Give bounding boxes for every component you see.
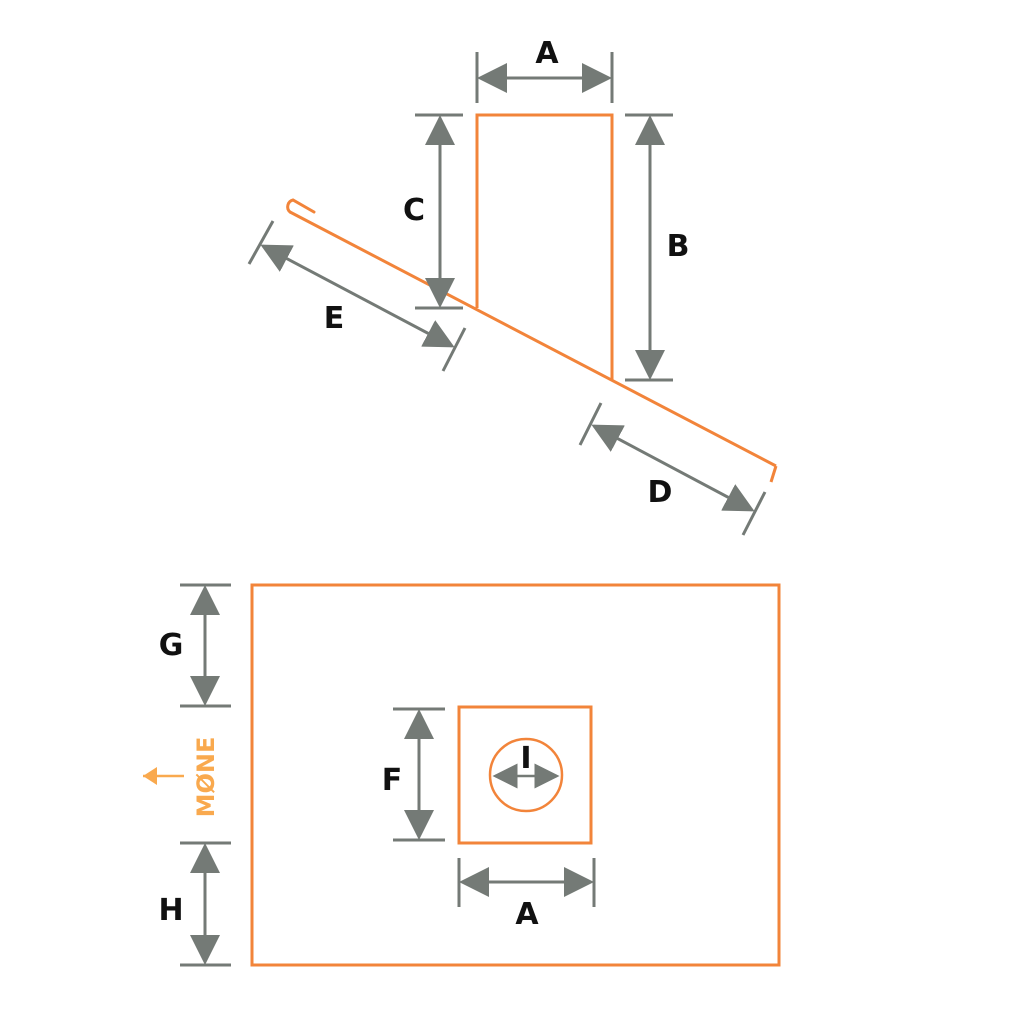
- dimension-f: [393, 707, 445, 842]
- arrow-left-icon: [143, 767, 184, 785]
- label-e: E: [324, 301, 345, 336]
- dimension-g: [180, 583, 231, 708]
- dimension-e: [247, 220, 467, 372]
- label-c: C: [403, 193, 425, 228]
- pipe-circle: [488, 737, 564, 813]
- label-f: F: [382, 763, 403, 798]
- dimension-a-top: [475, 52, 614, 103]
- roof-line: [289, 210, 777, 468]
- top-view: I G H F A: [143, 583, 781, 967]
- dimension-d: [578, 402, 767, 536]
- label-a-top: A: [535, 36, 559, 71]
- dimension-a-bottom: [457, 858, 596, 907]
- label-d: D: [648, 475, 673, 510]
- side-view: A C B E D: [247, 36, 778, 536]
- label-g: G: [159, 628, 184, 663]
- roof-hook: [286, 198, 316, 214]
- ridge-indicator: MØNE: [143, 737, 220, 818]
- chimney-outline: [475, 113, 614, 381]
- label-i: I: [520, 741, 531, 776]
- roof-sheet-outline: [250, 583, 781, 967]
- label-b: B: [667, 229, 690, 264]
- ridge-label: MØNE: [192, 737, 220, 818]
- chimney-outline-top: [457, 705, 593, 845]
- dimension-b: [625, 113, 673, 382]
- dimension-h: [180, 841, 231, 967]
- label-a-bottom: A: [515, 897, 539, 932]
- roof-lip: [769, 465, 778, 483]
- label-h: H: [158, 893, 183, 928]
